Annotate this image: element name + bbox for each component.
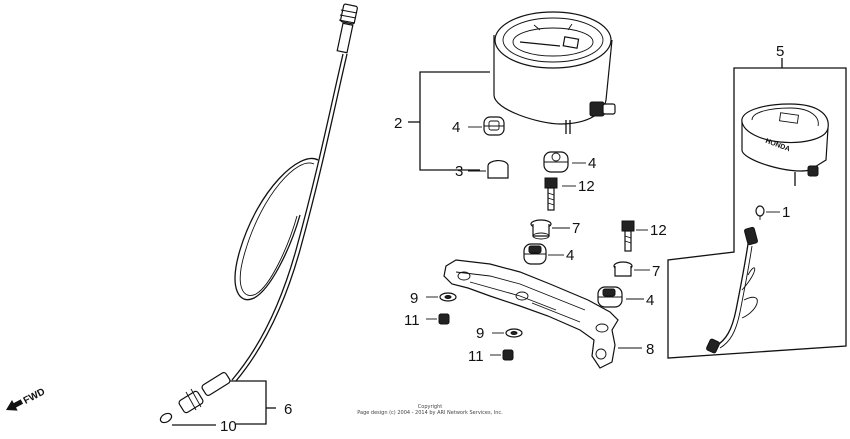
copyright-line-2: Page design (c) 2004 - 2014 by ARI Netwo… bbox=[357, 410, 503, 416]
callout-9-a: 9 bbox=[410, 290, 418, 307]
callout-5: 5 bbox=[776, 43, 784, 60]
callout-11-a: 11 bbox=[404, 312, 420, 329]
grommet-part bbox=[543, 151, 569, 173]
callout-12-b: 12 bbox=[650, 222, 667, 239]
callout-9-b: 9 bbox=[476, 325, 484, 342]
callout-8: 8 bbox=[646, 341, 654, 358]
speedometer-cable-part bbox=[178, 3, 358, 414]
callout-12-a: 12 bbox=[578, 178, 595, 195]
collar-part bbox=[530, 219, 552, 240]
bolt-part bbox=[544, 177, 558, 211]
callout-1: 1 bbox=[782, 204, 790, 221]
collar-part bbox=[613, 261, 633, 277]
forward-direction-arrow-icon: FWD bbox=[6, 386, 47, 411]
callout-7-a: 7 bbox=[572, 220, 580, 237]
callout-4-b: 4 bbox=[588, 155, 596, 172]
o-ring-part bbox=[159, 412, 173, 424]
cap-part bbox=[487, 160, 509, 179]
callout-4-a: 4 bbox=[452, 119, 460, 136]
grommet-part bbox=[597, 286, 623, 308]
bulb-socket-wiring-part bbox=[706, 226, 758, 354]
indicator-housing-part: HONDA bbox=[741, 103, 829, 186]
callout-bracket-2 bbox=[419, 71, 490, 171]
nut-part bbox=[502, 349, 514, 361]
callout-2: 2 bbox=[394, 115, 402, 132]
copyright-line-1: Copyright bbox=[417, 404, 443, 410]
grommet-part bbox=[523, 243, 547, 265]
callout-frame-5 bbox=[667, 67, 847, 359]
callout-4-d: 4 bbox=[646, 292, 654, 309]
indicator-bulb-part bbox=[755, 205, 765, 220]
callout-4-c: 4 bbox=[566, 247, 574, 264]
callout-6: 6 bbox=[284, 401, 292, 418]
bolt-part bbox=[621, 220, 635, 252]
speedometer-assembly-part bbox=[493, 11, 616, 134]
callout-3: 3 bbox=[455, 163, 463, 180]
callout-10: 10 bbox=[220, 418, 237, 435]
fwd-label: FWD bbox=[22, 386, 47, 406]
callout-11-b: 11 bbox=[468, 348, 484, 365]
grommet-part bbox=[483, 116, 505, 136]
meter-bracket-part bbox=[443, 259, 619, 369]
callout-7-b: 7 bbox=[652, 263, 660, 280]
callout-bracket-6 bbox=[230, 380, 267, 425]
nut-part bbox=[438, 313, 450, 325]
